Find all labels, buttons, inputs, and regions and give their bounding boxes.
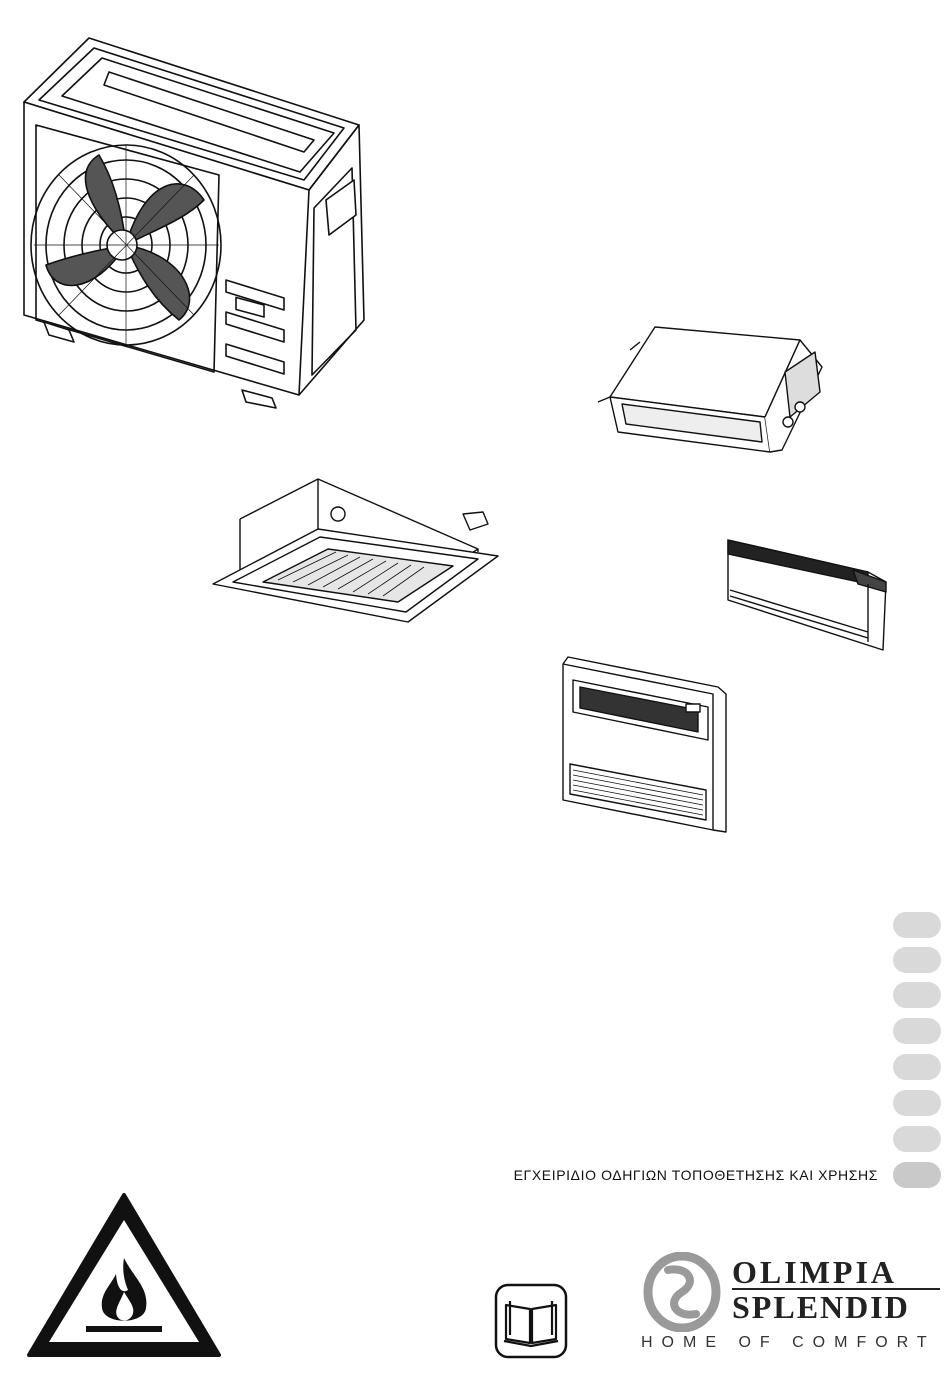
brand-name-line1: OLIMPIA <box>732 1254 897 1291</box>
language-tab[interactable] <box>893 1090 941 1116</box>
language-tab[interactable] <box>893 947 941 973</box>
language-tab[interactable] <box>893 1054 941 1080</box>
language-tab-greek[interactable] <box>893 1162 941 1188</box>
brand-name-line2: SPLENDID <box>732 1289 910 1326</box>
wall-unit-illustration <box>718 532 892 652</box>
flammable-warning-icon <box>24 1190 224 1360</box>
ducted-unit-illustration <box>590 322 830 462</box>
language-tab[interactable] <box>893 912 941 938</box>
brand-tagline: HOME OF COMFORT <box>641 1334 936 1352</box>
language-tab[interactable] <box>893 1018 941 1044</box>
brand-logo-mark <box>640 1252 724 1332</box>
console-unit-illustration <box>558 652 730 834</box>
language-tab[interactable] <box>893 1126 941 1152</box>
language-tab[interactable] <box>893 982 941 1008</box>
read-manual-icon <box>494 1283 568 1359</box>
manual-title: ΕΓΧΕΙΡΙΔΙΟ ΟΔΗΓΙΩΝ ΤΟΠΟΘΕΤΗΣΗΣ ΚΑΙ ΧΡΗΣΗ… <box>514 1167 878 1183</box>
outdoor-unit-illustration <box>14 30 374 410</box>
cassette-unit-illustration <box>208 474 508 626</box>
